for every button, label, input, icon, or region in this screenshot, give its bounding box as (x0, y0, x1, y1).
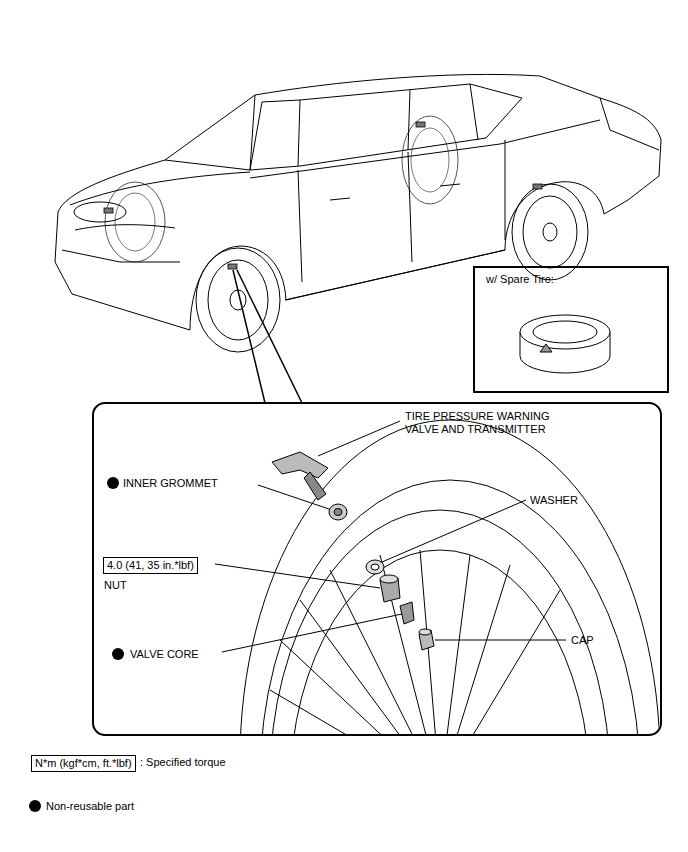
car-drawing (55, 74, 661, 352)
leader-line (215, 421, 566, 652)
torque-legend-box: N*m (kgf*cm, ft.*lbf) (31, 755, 136, 772)
part-name: WASHER (530, 494, 578, 507)
spare-tire (520, 315, 610, 373)
box-text: N*m (kgf*cm, ft.*lbf) (35, 757, 132, 770)
detail-frame (93, 403, 661, 735)
part-name: CAP (571, 634, 594, 647)
part-name: TIRE PRESSURE WARNING VALVE AND TRANSMIT… (405, 410, 573, 436)
detail-leader (233, 270, 302, 403)
torque-box: 4.0 (41, 35 in.*lbf) (103, 557, 198, 574)
inset-frame (474, 267, 668, 392)
part-name: NUT (104, 579, 127, 592)
legend-text: Non-reusable part (46, 800, 134, 813)
valve-marker (104, 122, 542, 269)
box-text: w/ Spare Tire: (486, 273, 656, 286)
inset-box: w/ Spare Tire: (474, 267, 668, 392)
box-text: 4.0 (41, 35 in.*lbf) (107, 559, 194, 572)
valve-parts (272, 452, 434, 650)
part-name: INNER GROMMET (123, 477, 218, 490)
legend-text: : Specified torque (140, 756, 226, 769)
part-name: VALVE CORE (130, 648, 199, 661)
